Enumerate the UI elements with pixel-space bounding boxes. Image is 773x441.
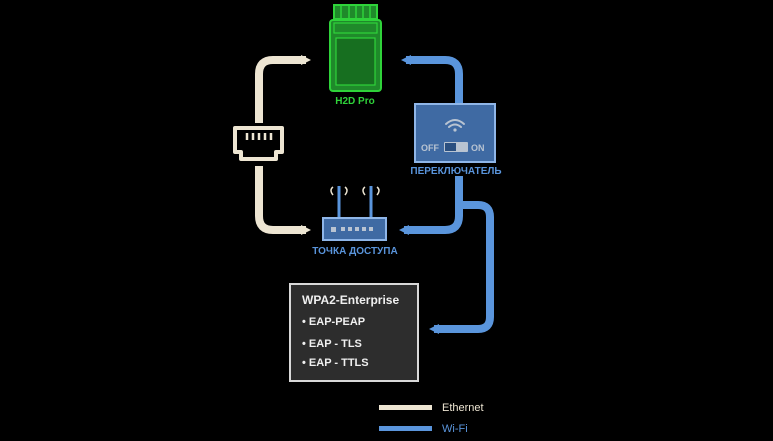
legend-wifi-label: Wi-Fi (442, 423, 468, 435)
switch-icon (414, 103, 496, 163)
switch-on-text: ON (471, 143, 485, 153)
ethernet-port-icon (225, 123, 293, 166)
device-label: H2D Pro (335, 96, 375, 107)
wifi-link-to-security (429, 196, 494, 334)
switch-label: ПЕРЕКЛЮЧАТЕЛЬ (410, 166, 502, 177)
legend-ethernet-swatch (379, 405, 432, 410)
wifi-link-to-ap (399, 176, 463, 235)
security-title: WPA2-Enterprise (302, 293, 400, 307)
wifi-link-to-device (401, 55, 463, 104)
toggle-switch-icon (444, 142, 468, 152)
security-item-eap-ttls: • EAP - TTLS (302, 357, 369, 369)
legend-ethernet-label: Ethernet (442, 402, 484, 414)
access-point-label: ТОЧКА ДОСТУПА (312, 246, 398, 257)
ethernet-link-to-ap (255, 166, 311, 235)
wifi-icon (445, 119, 465, 132)
ethernet-link-to-device (255, 55, 311, 123)
security-box (289, 283, 419, 382)
legend-wifi-swatch (379, 426, 432, 431)
printer-device-icon (329, 4, 382, 92)
security-item-eap-tls: • EAP - TLS (302, 338, 362, 350)
router-icon (322, 186, 387, 241)
switch-off-text: OFF (421, 143, 439, 153)
security-item-eap-peap: • EAP-PEAP (302, 316, 366, 328)
